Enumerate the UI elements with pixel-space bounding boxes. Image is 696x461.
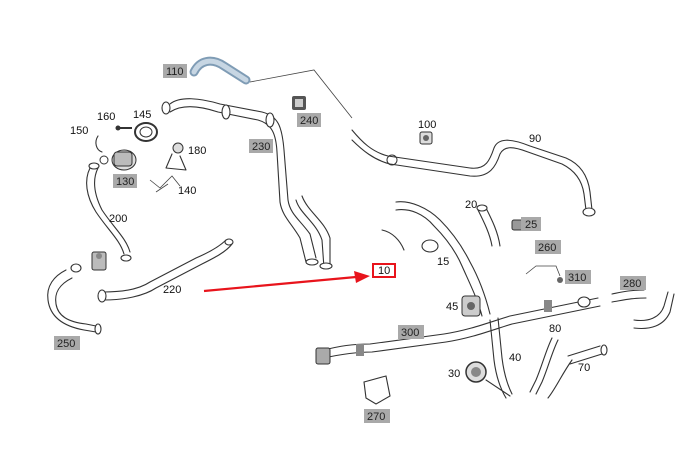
hose-200[interactable]: [86, 162, 132, 262]
part-label-160: 160: [97, 111, 115, 123]
leader-line-top: [249, 69, 353, 119]
part-label-70: 70: [578, 362, 590, 374]
part-20[interactable]: [476, 204, 501, 247]
bracket-260[interactable]: [525, 265, 561, 277]
part-label-270: 270: [367, 411, 385, 423]
part-label-20: 20: [465, 199, 477, 211]
part-100[interactable]: [419, 131, 433, 145]
part-label-30: 30: [448, 368, 460, 380]
hose-15[interactable]: [381, 201, 491, 317]
part-label-45: 45: [446, 301, 458, 313]
part-180[interactable]: [165, 142, 187, 171]
hose-220[interactable]: [97, 238, 234, 303]
part-label-80: 80: [549, 323, 561, 335]
part-label-180: 180: [188, 145, 206, 157]
part-label-250: 250: [57, 338, 75, 350]
clip-240[interactable]: [292, 96, 306, 110]
callout-box-250: [54, 336, 80, 350]
callout-box-25: [521, 217, 541, 231]
part-label-145: 145: [133, 109, 151, 121]
part-label-110: 110: [166, 66, 184, 78]
pump-130[interactable]: [99, 149, 137, 171]
part-label-200: 200: [109, 213, 127, 225]
hose-90[interactable]: [351, 129, 596, 217]
hose-70[interactable]: [547, 344, 608, 399]
callout-box-110: [163, 64, 187, 78]
callout-box-300: [398, 325, 424, 339]
hose-250[interactable]: [47, 269, 102, 335]
part-30[interactable]: [465, 361, 511, 397]
callout-box-240: [297, 113, 321, 127]
part-label-260: 260: [538, 242, 556, 254]
part-label-100: 100: [418, 119, 436, 131]
bracket-270[interactable]: [363, 375, 391, 405]
hose-80[interactable]: [529, 337, 559, 395]
part-label-15: 15: [437, 256, 449, 268]
part-150-bracket[interactable]: [95, 135, 103, 153]
part-label-280: 280: [623, 278, 641, 290]
part-label-25: 25: [525, 219, 537, 231]
part-label-310: 310: [568, 272, 586, 284]
part-label-40: 40: [509, 352, 521, 364]
callout-box-230: [249, 139, 273, 153]
bracket-140[interactable]: [149, 175, 181, 193]
callout-box-260: [535, 240, 561, 254]
hose-upper-main[interactable]: [161, 98, 333, 270]
part-label-230: 230: [252, 141, 270, 153]
part-label-220: 220: [163, 284, 181, 296]
part-label-130: 130: [116, 176, 134, 188]
callout-box-270: [364, 409, 390, 423]
callout-box-310: [565, 270, 591, 284]
part-145-ring[interactable]: [134, 122, 158, 142]
part-label-90: 90: [529, 133, 541, 145]
hose-280[interactable]: [611, 289, 675, 330]
callout-box-130: [113, 174, 137, 188]
part-310[interactable]: [557, 277, 563, 283]
callout-box-280: [620, 276, 646, 290]
part-160-bolt[interactable]: [115, 125, 133, 131]
hose-110[interactable]: [189, 56, 251, 85]
part-label-150: 150: [70, 125, 88, 137]
hose-40[interactable]: [489, 317, 513, 399]
part-label-10: 10: [378, 265, 390, 277]
part-label-240: 240: [300, 115, 318, 127]
highlight-box-10: [372, 263, 396, 278]
part-label-300: 300: [401, 327, 419, 339]
highlight-arrow: [203, 271, 370, 293]
part-45[interactable]: [461, 295, 481, 317]
valve[interactable]: [70, 251, 107, 273]
part-label-140: 140: [178, 185, 196, 197]
